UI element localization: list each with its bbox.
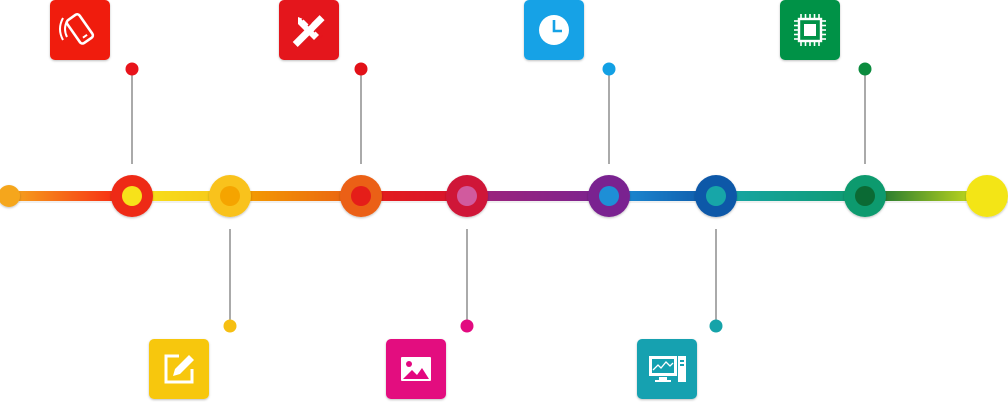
node-center-dot [122, 186, 142, 206]
timeline-node [111, 175, 153, 217]
connector-dot [354, 62, 368, 76]
cpu-chip-icon [780, 0, 840, 60]
node-center-dot [351, 186, 371, 206]
track-segment [230, 191, 361, 201]
node-center-dot [706, 186, 726, 206]
callout-connectors [125, 62, 872, 333]
icon-tile [50, 0, 110, 60]
timeline-nodes [0, 175, 1008, 217]
node-center-dot [220, 186, 240, 206]
timeline-node [446, 175, 488, 217]
connector-dot [858, 62, 872, 76]
phone-vibrate-icon [50, 0, 110, 60]
connector-dot [602, 62, 616, 76]
node-center-dot [599, 186, 619, 206]
monitor-chart-icon [637, 339, 697, 399]
ruler-pencil-icon [279, 0, 339, 60]
track-segment [609, 191, 716, 201]
track-segment [9, 191, 132, 201]
timeline-node [588, 175, 630, 217]
track-segment [361, 191, 467, 201]
timeline-node [340, 175, 382, 217]
timeline-endpoint [0, 185, 20, 207]
track-segment [716, 191, 865, 201]
track-segment [132, 191, 230, 201]
connector-dot [223, 319, 237, 333]
timeline-endpoint [966, 175, 1008, 217]
clock-icon [524, 0, 584, 60]
node-center-dot [457, 186, 477, 206]
timeline-track [0, 191, 1008, 203]
node-center-dot [855, 186, 875, 206]
track-segment [865, 191, 987, 201]
track-shadow [0, 201, 1008, 203]
endpoint-circle [966, 175, 1008, 217]
timeline-node [209, 175, 251, 217]
track-segment [467, 191, 609, 201]
edit-icon [149, 339, 209, 399]
image-icon [386, 339, 446, 399]
connector-dot [709, 319, 723, 333]
endpoint-circle [0, 185, 20, 207]
connector-dot [460, 319, 474, 333]
timeline-node [844, 175, 886, 217]
callout-icons [50, 0, 840, 399]
timeline-node [695, 175, 737, 217]
connector-dot [125, 62, 139, 76]
